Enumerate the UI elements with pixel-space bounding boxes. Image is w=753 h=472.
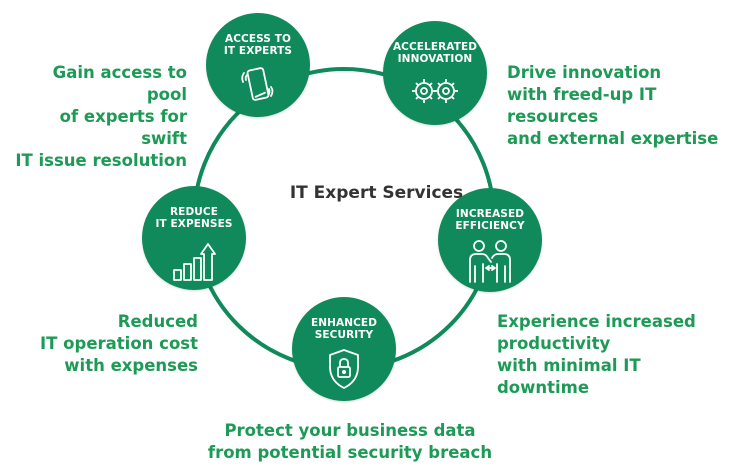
node-access-to-it-experts: ACCESS TO IT EXPERTS [206, 13, 310, 117]
description-accelerated-innovation: Drive innovation with freed-up IT resour… [507, 63, 719, 148]
node-label: ACCESS TO IT EXPERTS [223, 33, 293, 57]
node-accelerated-innovation: ACCELERATED INNOVATION [383, 21, 487, 125]
node-enhanced-security: ENHANCED SECURITY [292, 297, 396, 401]
node-label: ENHANCED SECURITY [310, 317, 378, 341]
center-title: IT Expert Services [289, 183, 464, 203]
description-access-to-it-experts: Gain access to pool of experts for swift… [15, 63, 187, 170]
shield-lock-icon [329, 349, 359, 389]
description-reduce-it-expenses: Reduced IT operation cost with expenses [40, 312, 198, 375]
collaboration-icon [469, 240, 511, 283]
description-increased-efficiency: Experience increased productivity with m… [497, 312, 696, 397]
node-label: ACCELERATED INNOVATION [392, 41, 478, 65]
node-label: INCREASED EFFICIENCY [455, 208, 525, 232]
node-increased-efficiency: INCREASED EFFICIENCY [438, 188, 542, 292]
smartphone-icon [241, 67, 274, 101]
gears-icon [412, 79, 458, 103]
node-reduce-it-expenses: REDUCE IT EXPENSES [142, 186, 246, 290]
bar-chart-growth-icon [173, 243, 216, 281]
description-enhanced-security: Protect your business data from potentia… [207, 421, 493, 462]
node-label: REDUCE IT EXPENSES [155, 206, 233, 230]
